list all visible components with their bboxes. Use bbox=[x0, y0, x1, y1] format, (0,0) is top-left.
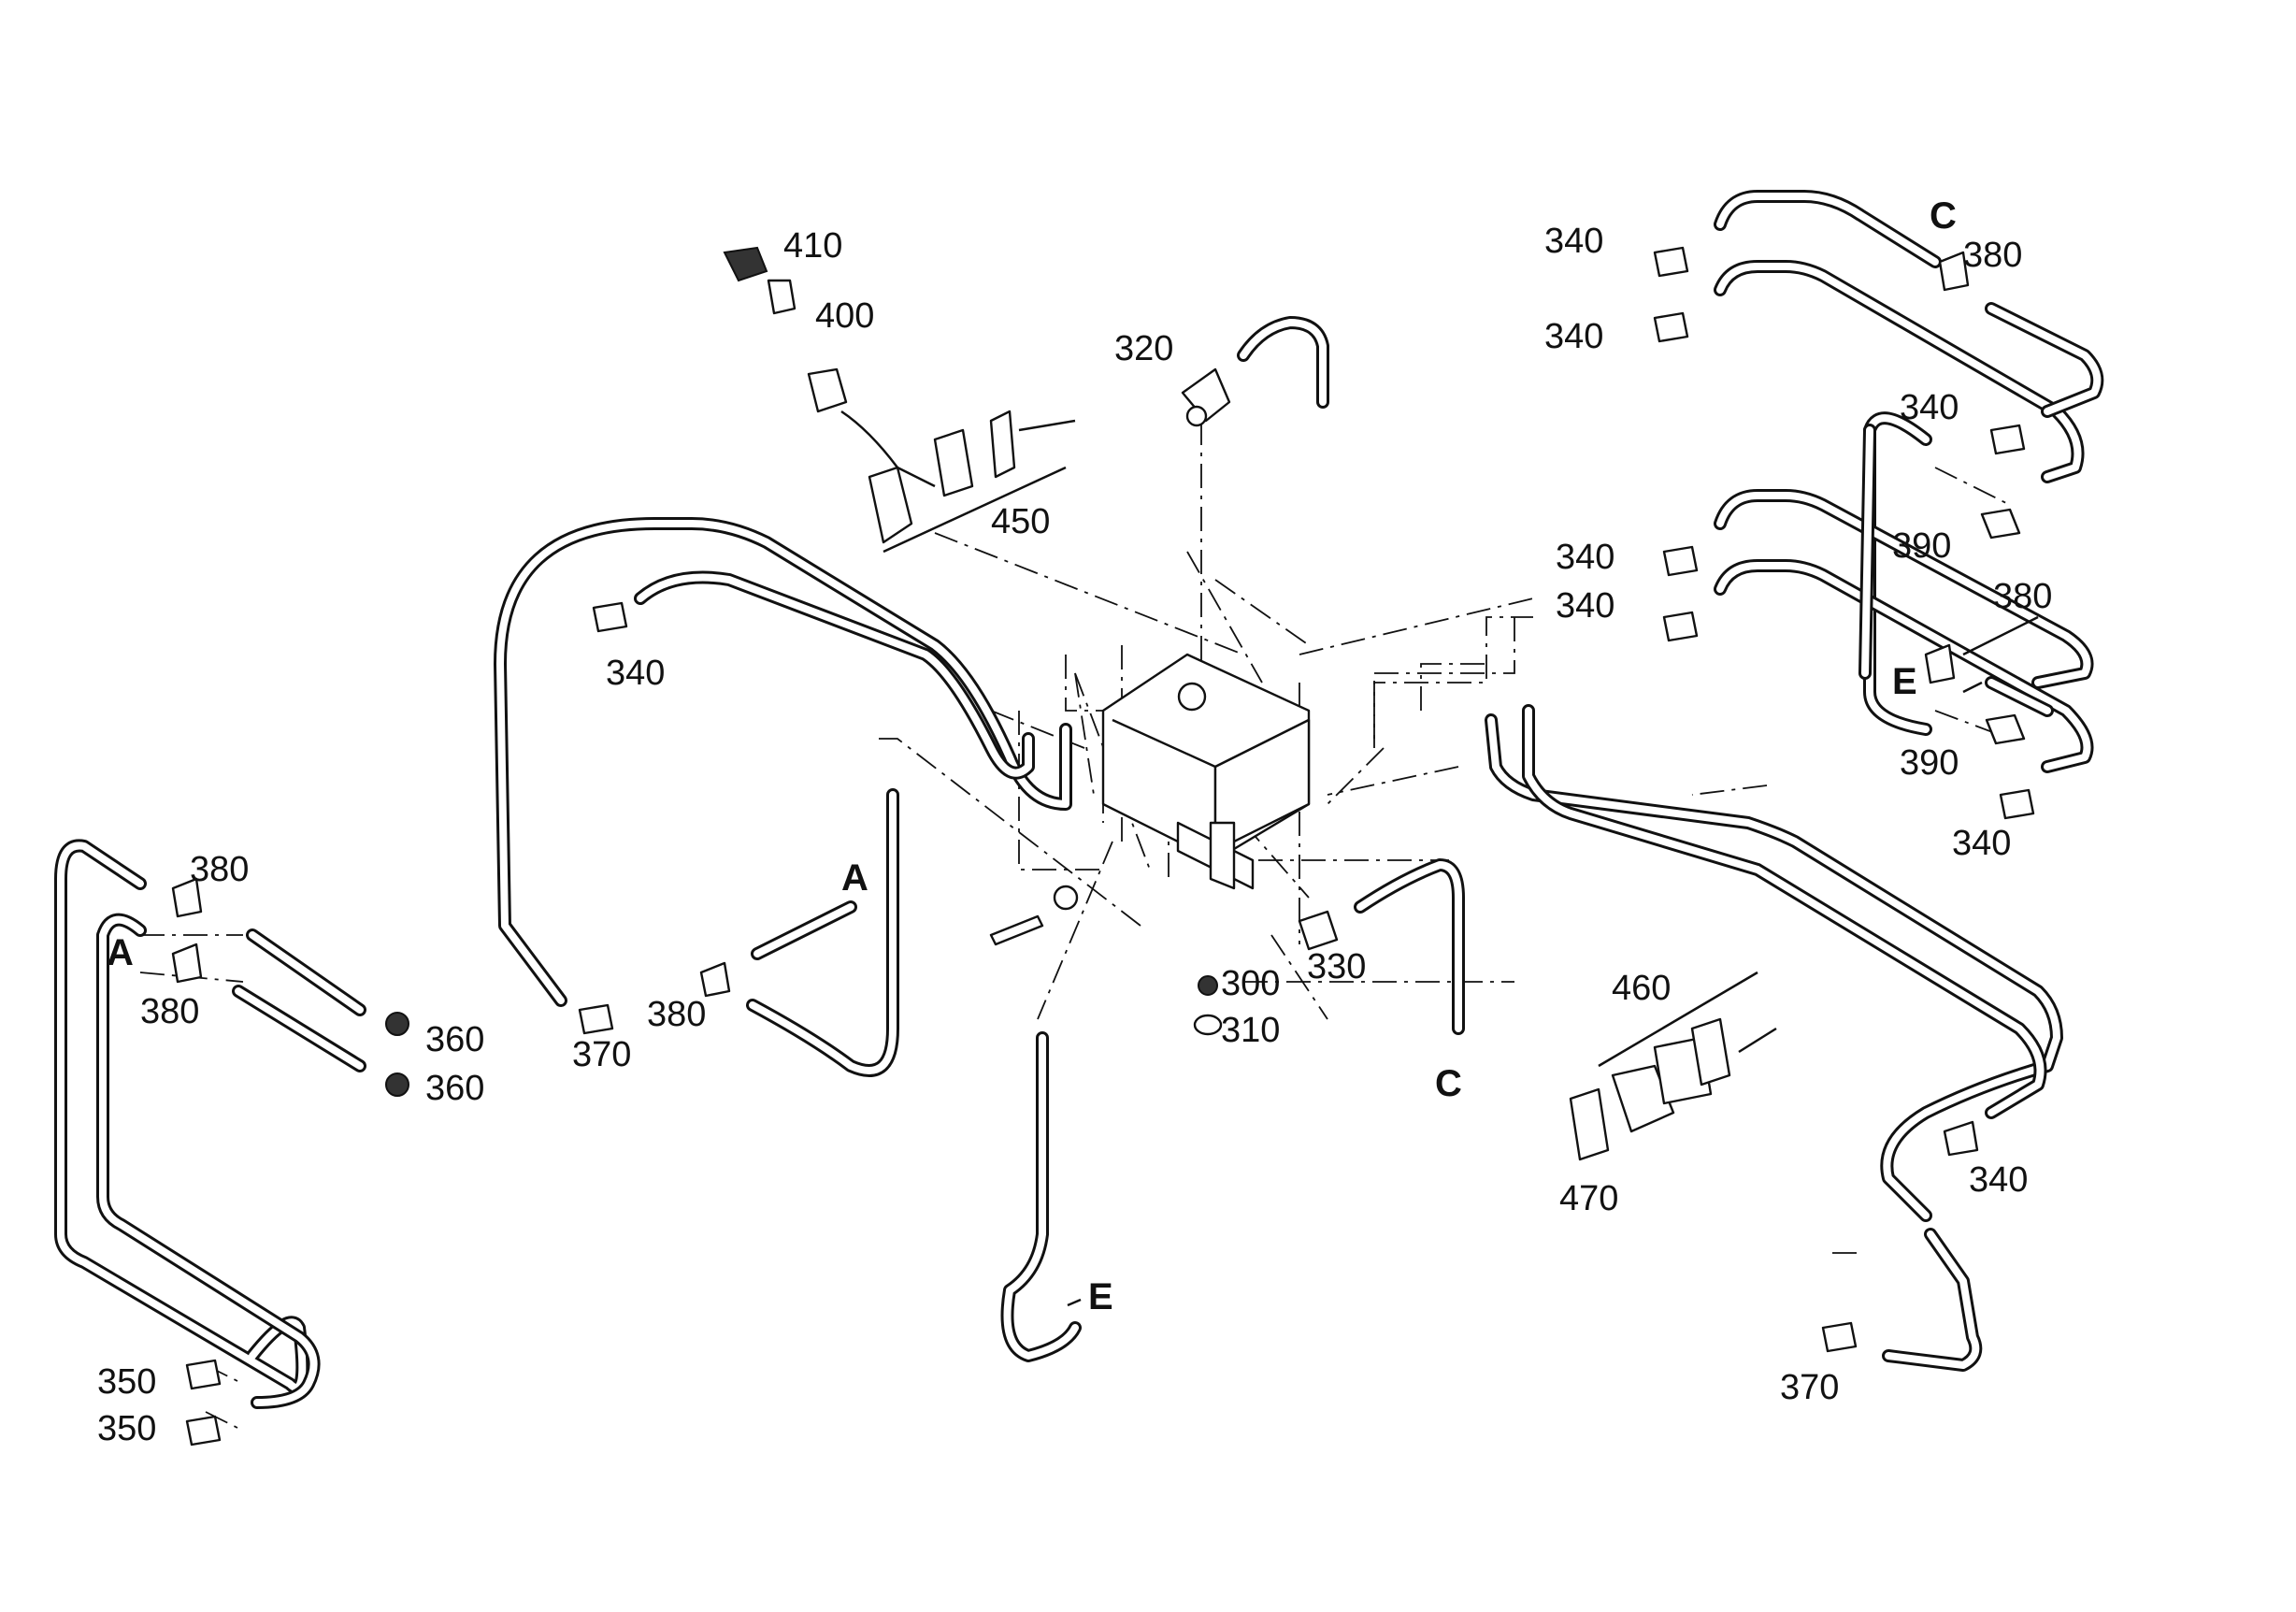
pipe-e-bottom bbox=[1000, 1031, 1082, 1362]
callout-370-br: 370 bbox=[1780, 1368, 1839, 1407]
pipe-mid-vertical bbox=[746, 788, 899, 1077]
center-tank-assembly bbox=[1101, 653, 1311, 890]
callout-320: 320 bbox=[1114, 329, 1173, 368]
pipe-top-right-1 bbox=[1714, 190, 1942, 268]
pipe-upper-left-short bbox=[634, 570, 1035, 780]
fitting-300 bbox=[1198, 975, 1218, 996]
connector-e-right: E bbox=[1892, 661, 1917, 702]
callout-350-2: 350 bbox=[97, 1409, 156, 1448]
sensor-assembly bbox=[723, 246, 936, 488]
callout-340-tr6: 340 bbox=[1952, 824, 2011, 863]
tee-fittings-380 bbox=[171, 251, 2026, 998]
pipe-left-outer-loop bbox=[54, 839, 309, 1395]
fitting-320 bbox=[1181, 367, 1231, 427]
pipe-c-bottom bbox=[1354, 858, 1465, 1035]
callout-390-tr2: 390 bbox=[1900, 743, 1959, 783]
fittings-350 bbox=[185, 1359, 222, 1446]
connector-e-bottom: E bbox=[1088, 1276, 1113, 1317]
callout-300: 300 bbox=[1221, 964, 1280, 1003]
callout-360-1: 360 bbox=[425, 1020, 484, 1059]
callout-460: 460 bbox=[1612, 969, 1671, 1008]
fitting-330 bbox=[1298, 910, 1339, 951]
pipe-top-center-elbow bbox=[1237, 316, 1329, 409]
callout-410: 410 bbox=[783, 226, 842, 266]
pipe-right-mid-1 bbox=[1714, 489, 2094, 689]
connector-c-bottom: C bbox=[1435, 1063, 1462, 1104]
leader-lines bbox=[1067, 615, 2039, 1307]
callout-400: 400 bbox=[815, 296, 874, 336]
fitting-370-left bbox=[578, 1003, 614, 1035]
callouts: 410 400 320 450 340 340 380 340 390 340 … bbox=[97, 222, 2052, 1448]
connector-letters: C C E E A A bbox=[107, 195, 1957, 1317]
fitting-310 bbox=[1193, 1014, 1223, 1036]
callout-340-tr5: 340 bbox=[1556, 586, 1614, 626]
callout-340-br: 340 bbox=[1969, 1160, 2028, 1200]
pipe-right-long-inner bbox=[1522, 704, 2047, 1119]
callout-340-tr4: 340 bbox=[1556, 538, 1614, 577]
callout-370-left: 370 bbox=[572, 1035, 631, 1074]
bracket-460-470 bbox=[1569, 971, 1777, 1161]
callout-380-l1: 380 bbox=[190, 850, 249, 889]
pipe-right-lower-segment bbox=[1882, 1228, 1983, 1372]
callout-340-tr1: 340 bbox=[1544, 222, 1603, 261]
fitting-370-right bbox=[1821, 1321, 1858, 1353]
callout-380-tr2: 380 bbox=[1993, 577, 2052, 616]
connector-c-top: C bbox=[1930, 195, 1957, 237]
pipe-right-mid-2 bbox=[1714, 559, 2094, 773]
pipe-top-right-2 bbox=[1714, 260, 2085, 483]
callout-450: 450 bbox=[991, 502, 1050, 541]
bolt-center bbox=[989, 885, 1079, 946]
pipe-right-e-segment bbox=[1985, 676, 2054, 717]
connector-a-mid: A bbox=[841, 857, 868, 899]
callout-470: 470 bbox=[1559, 1179, 1618, 1218]
callout-360-2: 360 bbox=[425, 1069, 484, 1108]
fittings-340-top-right bbox=[592, 246, 2035, 1157]
pipe-left-a2 bbox=[232, 985, 366, 1072]
callout-330: 330 bbox=[1307, 947, 1366, 986]
pipe-a-mid bbox=[751, 900, 857, 960]
pipe-top-right-3 bbox=[1985, 302, 2104, 418]
callout-390-tr1: 390 bbox=[1892, 526, 1951, 566]
callout-380-center: 380 bbox=[647, 995, 706, 1034]
pipe-left-inner-loop bbox=[96, 913, 321, 1409]
nuts-360 bbox=[385, 1012, 409, 1097]
callout-380-l2: 380 bbox=[140, 992, 199, 1031]
pipes bbox=[54, 190, 2104, 1409]
pipe-left-top-vertical bbox=[1858, 424, 1876, 680]
callout-340-mid: 340 bbox=[606, 654, 665, 693]
fittings bbox=[171, 246, 2035, 1446]
connector-a-left: A bbox=[107, 932, 134, 973]
bracket-450 bbox=[868, 410, 1076, 554]
callout-340-tr3: 340 bbox=[1900, 388, 1959, 427]
pipe-left-a1 bbox=[246, 928, 366, 1016]
callout-340-tr2: 340 bbox=[1544, 317, 1603, 356]
callout-310: 310 bbox=[1221, 1011, 1280, 1050]
callout-350-1: 350 bbox=[97, 1362, 156, 1402]
callout-380-tr1: 380 bbox=[1963, 236, 2022, 275]
